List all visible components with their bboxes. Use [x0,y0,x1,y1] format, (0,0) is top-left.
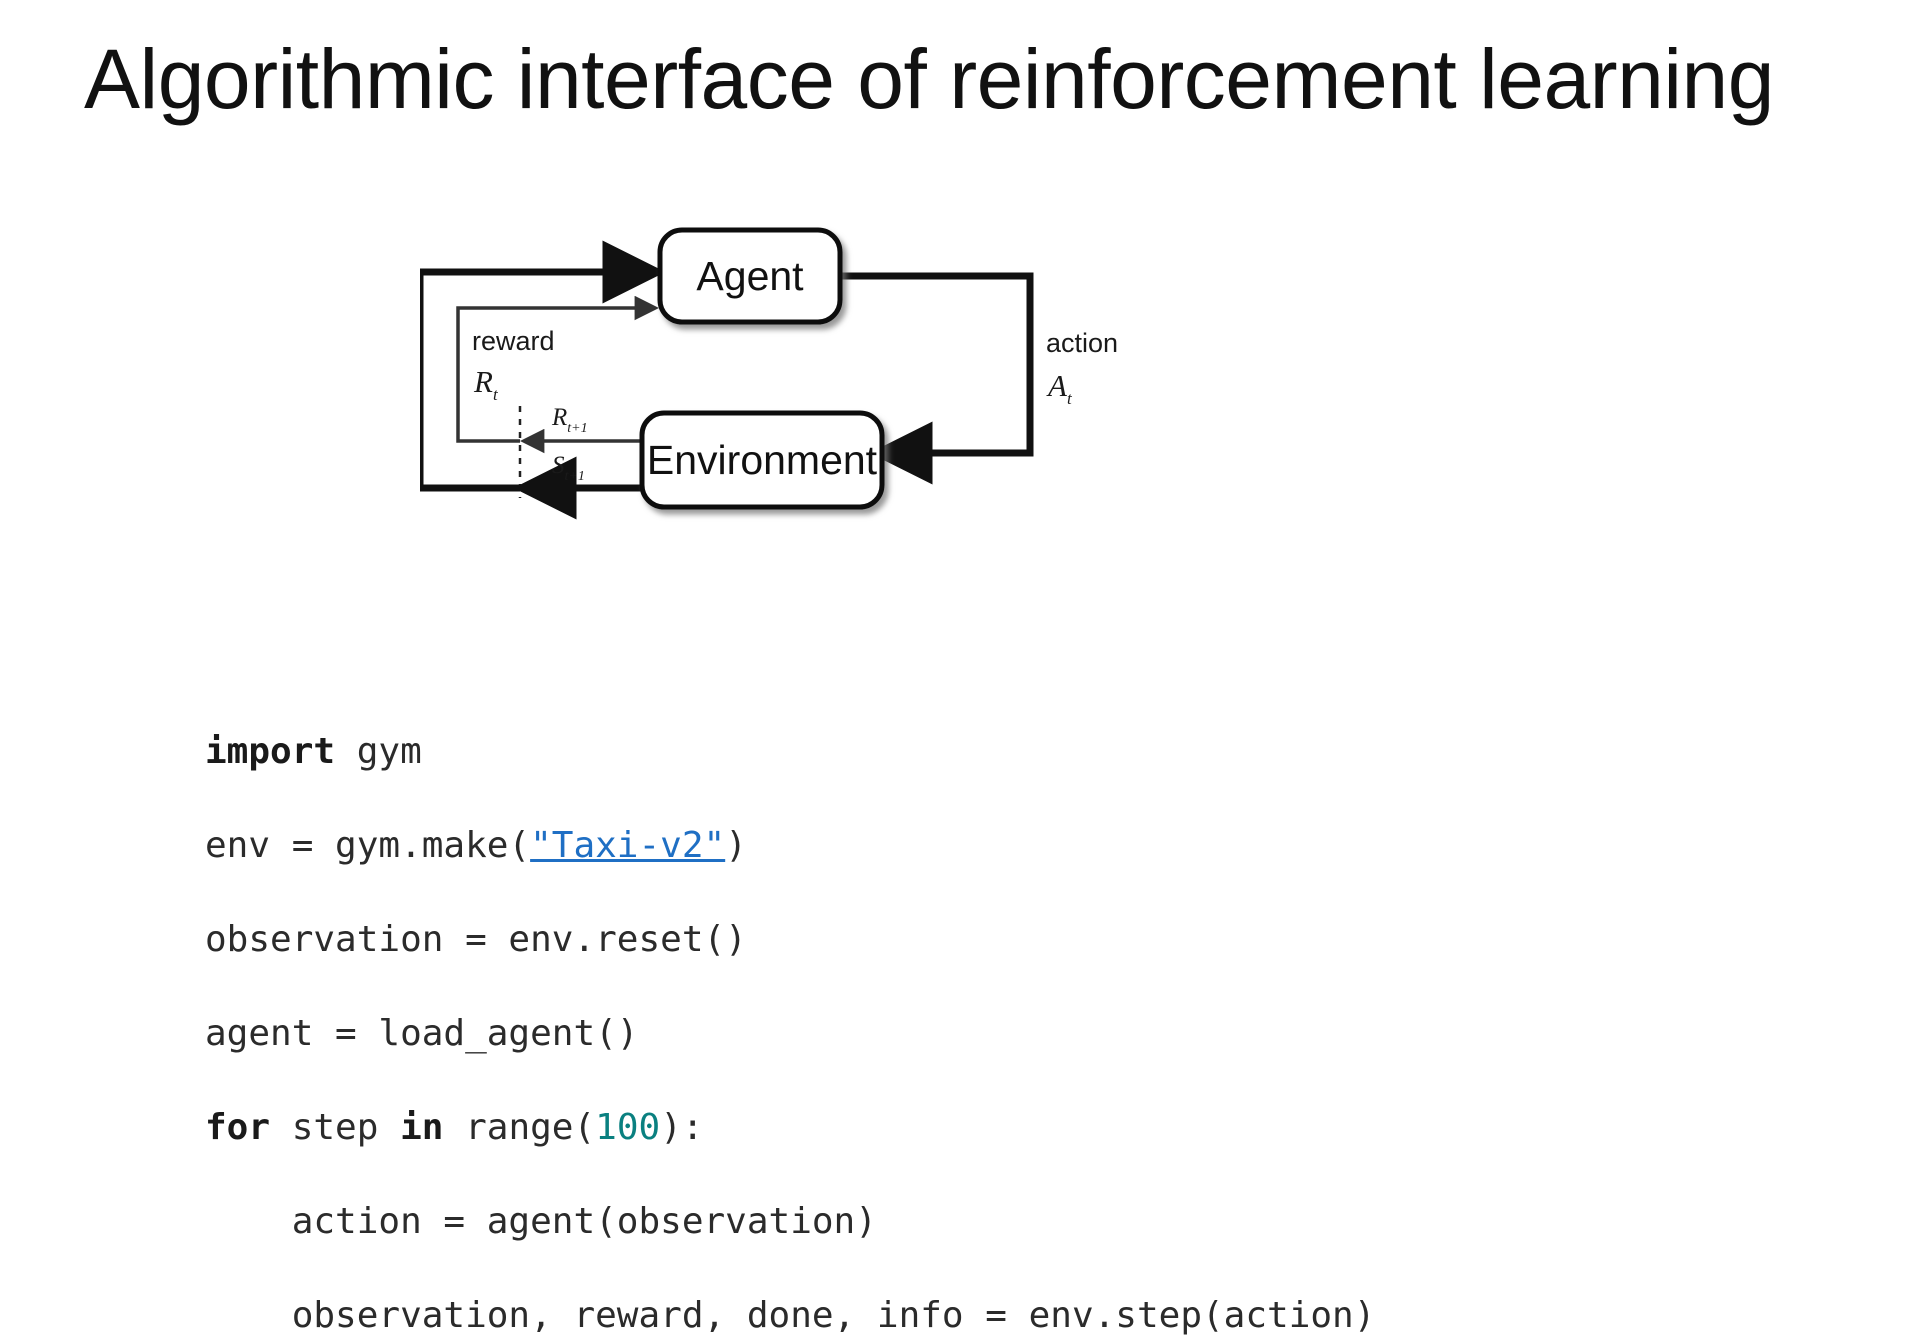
edge-state-to-agent [420,240,666,492]
code-token: env = gym.make( [205,825,531,866]
code-token: agent = load_agent() [205,1013,639,1054]
code-token: step [270,1107,401,1148]
code-token: ): [660,1107,704,1148]
code-line: agent = load_agent() [205,1010,1375,1057]
diagram-canvas: Agent Environment state St reward Rt act… [420,227,1118,520]
code-token: range( [443,1107,596,1148]
code-token: in [400,1107,444,1148]
agent-box [657,227,843,325]
code-token: import [205,731,336,772]
code-token: for [205,1107,271,1148]
code-token: action = agent(observation) [205,1201,877,1242]
code-snippet: import gym env = gym.make("Taxi-v2") obs… [205,728,1375,1339]
code-token: ) [725,825,747,866]
code-line: env = gym.make("Taxi-v2") [205,822,1375,869]
environment-label: Environment [647,437,878,483]
page-title: Algorithmic interface of reinforcement l… [84,32,1774,126]
agent-environment-loop-diagram: Agent Environment state St reward Rt act… [420,210,1500,630]
reward-word-label: reward [472,326,555,356]
code-line: for step in range(100): [205,1104,1375,1151]
code-line: import gym [205,728,1375,775]
environment-box [639,410,885,510]
node-agent: Agent [657,227,843,325]
node-environment: Environment [639,410,885,510]
code-line: observation = env.reset() [205,916,1375,963]
code-line: observation, reward, done, info = env.st… [205,1292,1376,1339]
edge-action-to-environment [840,272,1034,485]
code-token: observation, reward, done, info = env.st… [205,1295,1376,1336]
next-reward-label: Rt+1 [551,404,588,436]
code-token: 100 [595,1107,661,1148]
next-state-label: St+1 [552,452,585,484]
edge-reward-to-agent [456,295,660,443]
env-id-link[interactable]: "Taxi-v2" [530,825,726,866]
reward-symbol-label: Rt [473,364,499,404]
code-token: gym [335,731,422,772]
action-word-label: action [1046,328,1118,358]
code-line: action = agent(observation) [205,1198,1375,1245]
action-symbol-label: At [1046,368,1073,408]
agent-label: Agent [696,253,804,299]
code-token: observation = env.reset() [205,919,747,960]
